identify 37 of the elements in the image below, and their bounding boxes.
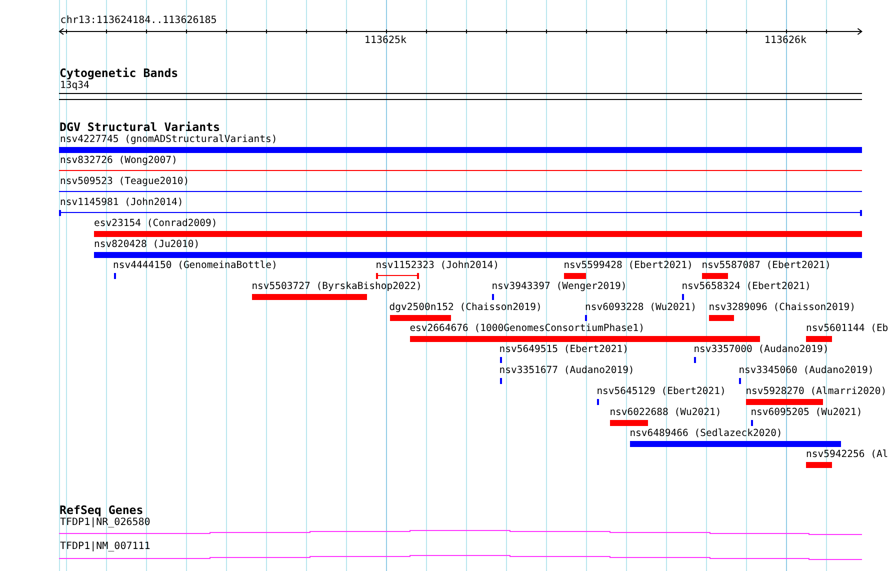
variant-label: esv23154 (Conrad2009) [94, 218, 218, 230]
band-label: 13q34 [60, 80, 90, 92]
gene-label: TFDP1|NR_026580 [60, 517, 150, 529]
variant-label: nsv6095205 (Wu2021) [750, 407, 862, 419]
variant-label: esv2664676 (1000GenomesConsortiumPhase1) [410, 323, 644, 335]
variant-label: nsv5942256 (Al [806, 449, 888, 461]
variant-label: nsv5645129 (Ebert2021) [596, 386, 726, 398]
track-heading: DGV Structural Variants [60, 121, 220, 134]
variant-label: nsv6022688 (Wu2021) [610, 407, 722, 419]
variant-label: nsv5658324 (Ebert2021) [682, 281, 811, 293]
variant-label: nsv4227745 (gnomADStructuralVariants) [60, 134, 278, 146]
variant-label: nsv5649515 (Ebert2021) [499, 344, 628, 356]
variant-label: dgv2500n152 (Chaisson2019) [389, 302, 542, 314]
variant-label: nsv509523 (Teague2010) [60, 176, 190, 188]
variant-label: nsv5503727 (ByrskaBishop2022) [252, 281, 422, 293]
variant-label: nsv3943397 (Wenger2019) [492, 281, 627, 293]
variant-label: nsv3345060 (Audano2019) [738, 365, 874, 377]
variant-label: nsv5601144 (Eb [806, 323, 888, 335]
variant-label: nsv4444150 (GenomeinaBottle) [113, 260, 278, 272]
variant-label: nsv832726 (Wong2007) [60, 155, 178, 167]
tick-label: 113625k [364, 34, 407, 46]
variant-label: nsv1145981 (John2014) [60, 197, 184, 209]
variant-label: nsv1152323 (John2014) [376, 260, 499, 272]
variant-label: nsv820428 (Ju2010) [94, 239, 200, 251]
variant-label: nsv5587087 (Ebert2021) [702, 260, 831, 272]
variant-label: nsv6093228 (Wu2021) [585, 302, 697, 314]
variant-label: nsv5928270 (Almarri2020) [746, 386, 887, 398]
variant-label: nsv3289096 (Chaisson2019) [708, 302, 856, 314]
variant-label: nsv3357000 (Audano2019) [694, 344, 829, 356]
variant-label: nsv3351677 (Audano2019) [499, 365, 634, 377]
location-label: chr13:113624184..113626185 [60, 14, 217, 27]
tick-label: 113626k [764, 34, 807, 46]
track-heading: Cytogenetic Bands [60, 67, 178, 80]
gene-label: TFDP1|NM_007111 [60, 541, 150, 553]
variant-label: nsv6489466 (Sedlazeck2020) [630, 428, 782, 440]
variant-label: nsv5599428 (Ebert2021) [564, 260, 693, 272]
track-heading: RefSeq Genes [60, 504, 144, 518]
